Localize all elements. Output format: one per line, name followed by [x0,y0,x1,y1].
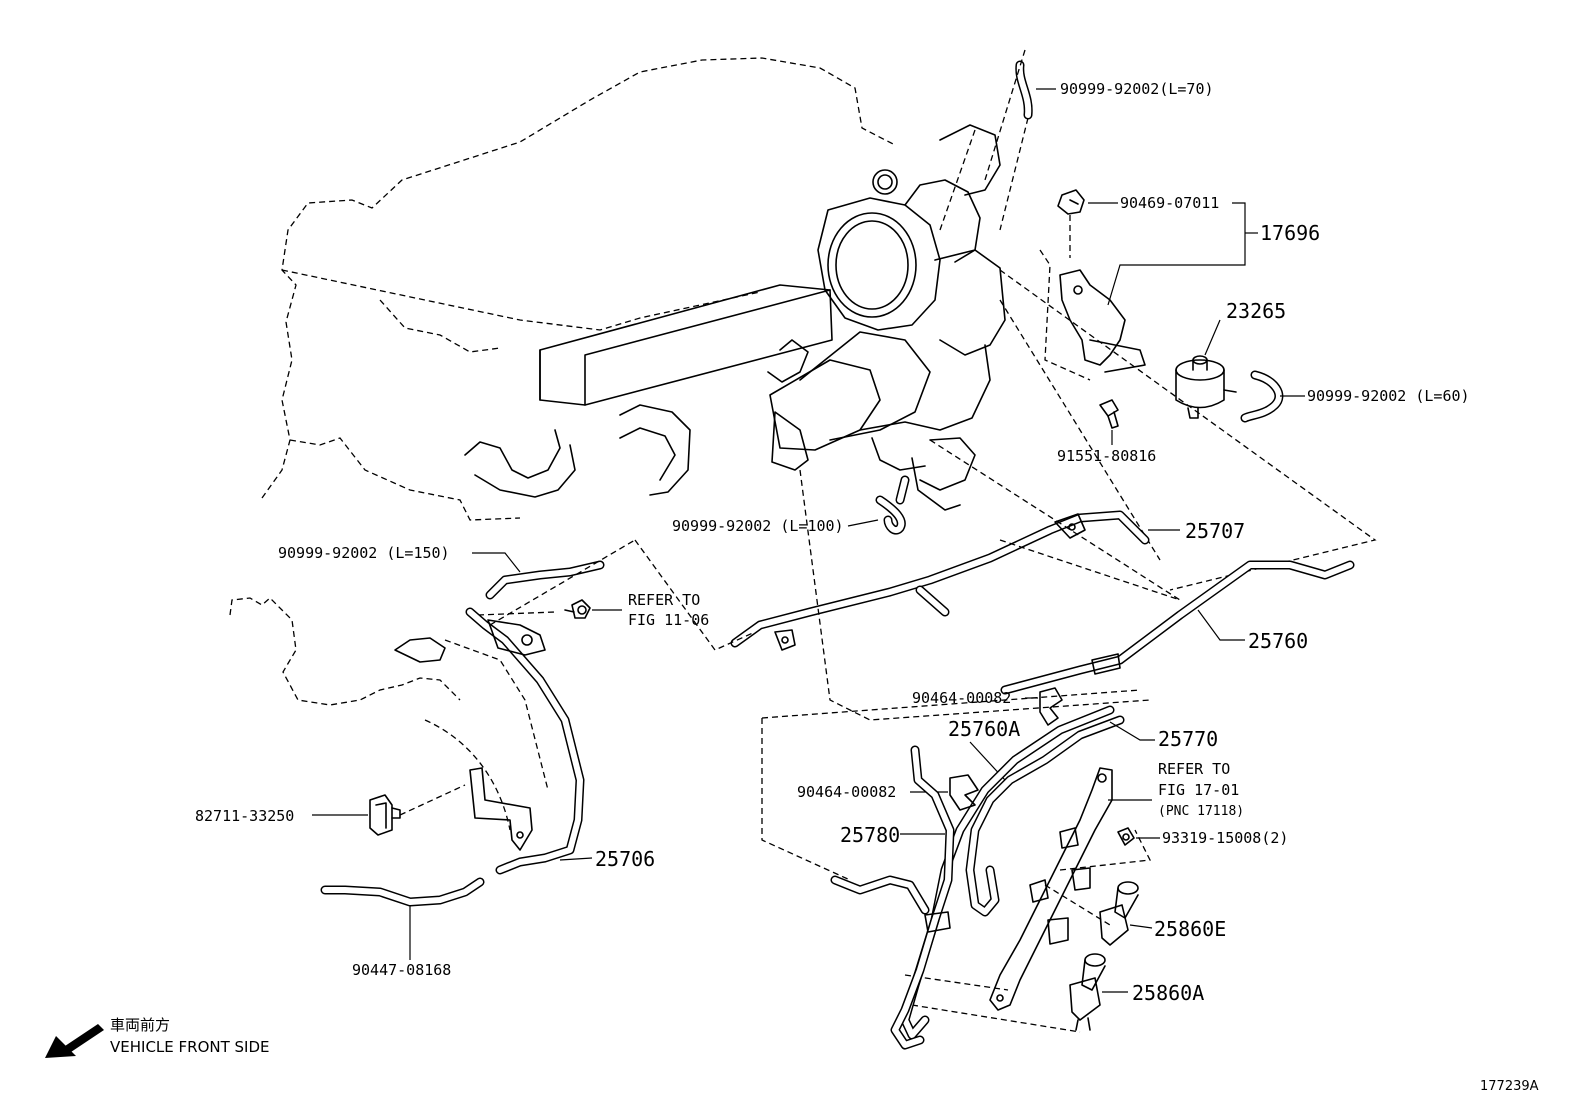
arrow-down-left-icon [45,1024,104,1058]
transmission-outline [229,597,549,831]
label-pipe-25780: 25780 [840,823,900,847]
label-bolt-91551: 91551-80816 [1057,447,1156,465]
engine-block-outline [261,57,896,521]
label-refer-fig-17-line3: (PNC 17118) [1158,804,1244,819]
label-clamp-90464-b: 90464-00082 [797,783,896,801]
label-assy-17696: 17696 [1260,221,1320,245]
pipe-25760a-part [965,715,1125,917]
clamp-90464-a-part [1039,687,1063,726]
hose-l70-part [1015,60,1033,120]
label-hose-l100: 90999-92002 (L=100) [672,517,844,535]
label-valve-23265: 23265 [1226,299,1286,323]
label-refer-fig-11-line1: REFER TO [628,591,700,609]
label-pipe-25707: 25707 [1185,519,1245,543]
hose-l60-part [1240,370,1284,423]
bolt-93319-part [1117,827,1135,846]
label-pipe-25706: 25706 [595,847,655,871]
label-refer-fig-11-line2: FIG 11-06 [628,611,709,629]
label-pipe-25760: 25760 [1248,629,1308,653]
bracket-refer-17-01-part [989,767,1113,1011]
hose-l150-part [485,560,605,600]
throttle-body-assembly [769,124,1006,511]
bolt-91551-part [1099,399,1119,429]
label-sensor-25860e: 25860E [1154,917,1226,941]
hose-90447-part [320,877,485,907]
pipe-25760-part [1000,560,1355,695]
label-refer-fig-17-line2: FIG 17-01 [1158,781,1239,799]
label-clamp-90464-a: 90464-00082 [912,689,1011,707]
orientation-label-japanese: 車両前方 [110,1016,170,1034]
hose-l100-part [875,475,910,535]
figure-id: 177239A [1480,1079,1539,1094]
sensor-25860a-part [1069,953,1106,1031]
pipe-25770-part [900,705,1115,1040]
label-hose-90447: 90447-08168 [352,961,451,979]
label-refer-fig-17-line1: REFER TO [1158,760,1230,778]
label-hose-l70: 90999-92002(L=70) [1060,80,1214,98]
label-pipe-25760a: 25760A [948,717,1020,741]
label-clip-90469: 90469-07011 [1120,194,1219,212]
sensor-25860e-part [1099,881,1139,946]
label-sensor-25860a: 25860A [1132,981,1204,1005]
clamp-90464-b-part [949,774,979,811]
label-hose-l60: 90999-92002 (L=60) [1307,387,1470,405]
bracket-part [1059,269,1146,373]
pipe-25706-part [465,607,585,875]
pipe-25780-part [830,745,955,1050]
clip-90469-part [1057,189,1085,215]
label-bolt-93319: 93319-15008(2) [1162,829,1288,847]
bolt-refer-11-06-part [564,599,591,619]
valve-23265-part [1175,355,1237,419]
label-pipe-25770: 25770 [1158,727,1218,751]
label-hose-l150: 90999-92002 (L=150) [278,544,450,562]
sensor-82711-part [369,794,401,836]
pipe-25707-part [730,510,1150,651]
label-sensor-82711: 82711-33250 [195,807,294,825]
orientation-label-english: VEHICLE FRONT SIDE [110,1038,270,1056]
